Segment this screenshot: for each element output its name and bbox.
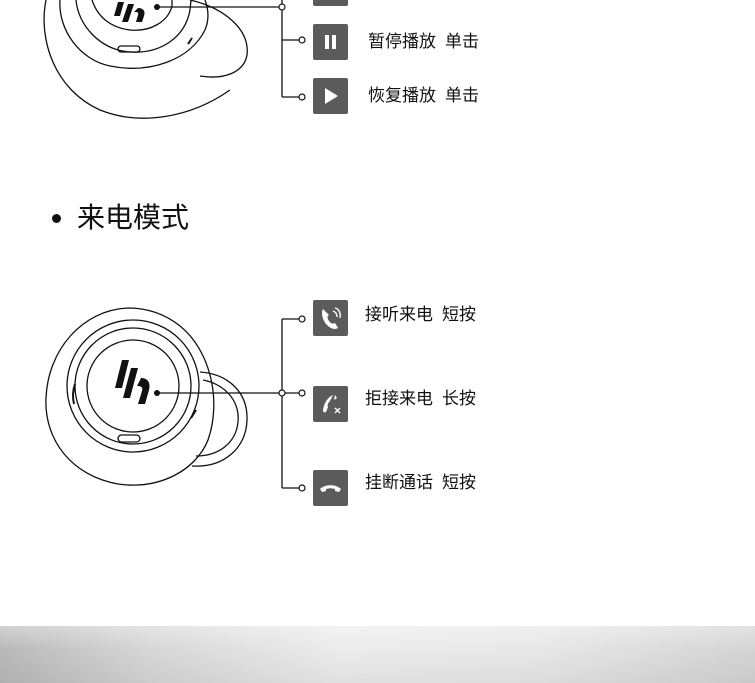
answer-row-label: 接听来电短按 (365, 305, 476, 325)
edifier-logo-icon (114, 2, 145, 22)
resume-label: 恢复播放 (368, 86, 436, 106)
pause-row-label: 暂停播放单击 (368, 32, 479, 52)
section-title-text: 来电模式 (77, 201, 190, 234)
edifier-logo-icon (115, 360, 150, 404)
pause-icon (325, 35, 336, 49)
bullet-icon (52, 213, 61, 223)
phone-reject-icon (323, 395, 341, 414)
pause-button-icon (313, 24, 348, 60)
hangup-label: 挂断通话 (365, 473, 433, 493)
footer-band (0, 626, 755, 683)
hangup-action: 短按 (442, 473, 476, 493)
media-diagram (43, 0, 306, 119)
phone-ringing-icon (322, 307, 341, 329)
phone-hangup-icon (320, 485, 341, 492)
answer-label: 接听来电 (365, 305, 433, 325)
reject-button-icon (313, 386, 348, 422)
resume-action: 单击 (445, 86, 479, 106)
hangup-row-label: 挂断通话短按 (365, 473, 476, 493)
earbud-icon (45, 307, 248, 486)
pause-label: 暂停播放 (368, 32, 436, 52)
play-button-icon (313, 78, 348, 114)
pause-action: 单击 (445, 32, 479, 52)
earbud-icon (43, 0, 248, 119)
answer-button-icon (313, 300, 348, 336)
resume-row-label: 恢复播放单击 (368, 86, 479, 106)
answer-action: 短按 (442, 305, 476, 325)
reject-action: 长按 (442, 389, 476, 409)
reject-row-label: 拒接来电长按 (365, 389, 476, 409)
reject-label: 拒接来电 (365, 389, 433, 409)
play-icon (325, 88, 338, 104)
cropped-icon (313, 0, 348, 6)
hangup-button-icon (313, 470, 348, 506)
section-title-call-mode: 来电模式 (52, 198, 189, 238)
